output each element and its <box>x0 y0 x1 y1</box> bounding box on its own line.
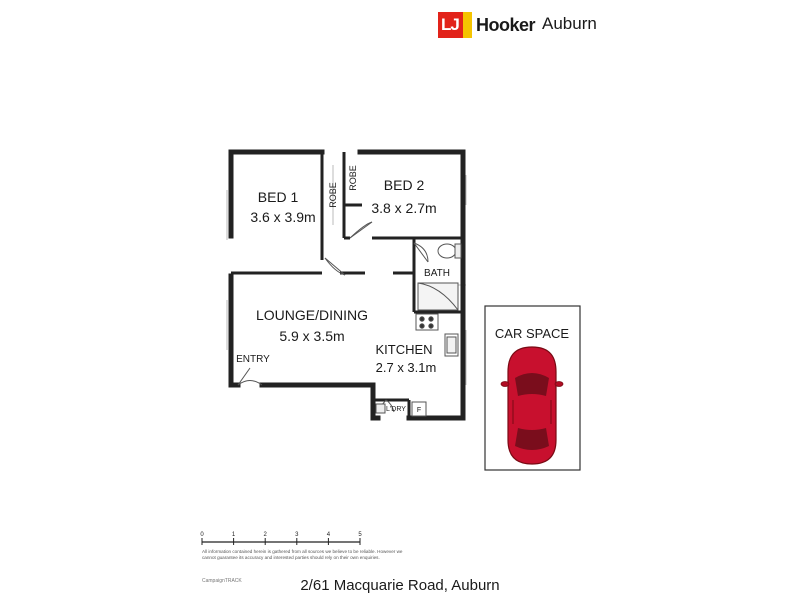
scale-tick-label: 0 <box>200 532 204 538</box>
room-labels: BED 1 3.6 x 3.9m BED 2 3.8 x 2.7m ROBE R… <box>236 165 450 414</box>
entry-label: ENTRY <box>236 354 270 365</box>
logo-mark: LJ <box>438 12 472 38</box>
scale-tick-label: 2 <box>264 532 268 538</box>
scale-tick-label: 5 <box>358 532 362 538</box>
interior-walls <box>231 152 463 418</box>
kitchen-fixtures <box>375 313 459 417</box>
car-space-label: CAR SPACE <box>495 326 569 341</box>
scale-tick-label: 4 <box>327 532 331 538</box>
car-space: CAR SPACE <box>484 305 581 471</box>
bed1-name: BED 1 <box>258 189 299 205</box>
lounge-name: LOUNGE/DINING <box>256 307 368 323</box>
robe2-label: ROBE <box>348 165 358 191</box>
fridge-label: F <box>417 407 421 414</box>
brand-logo: LJ Hooker <box>438 12 536 38</box>
logo-text: Hooker <box>476 14 536 35</box>
kitchen-name: KITCHEN <box>375 342 432 357</box>
robe1-label: ROBE <box>328 182 338 208</box>
car-icon <box>500 346 564 465</box>
scale-tick-label: 1 <box>232 532 236 538</box>
bath-fixtures <box>417 243 462 311</box>
campaign-brand: CampaignTRACK <box>202 578 242 584</box>
bed2-name: BED 2 <box>384 177 425 193</box>
office-name: Auburn <box>542 14 597 33</box>
scale-bar: 0 1 2 3 4 5 <box>200 532 362 545</box>
bed2-size: 3.8 x 2.7m <box>371 200 436 216</box>
bed1-size: 3.6 x 3.9m <box>250 209 315 225</box>
lounge-size: 5.9 x 3.5m <box>279 328 344 344</box>
kitchen-size: 2.7 x 3.1m <box>376 360 437 375</box>
disclaimer: All information contained herein is gath… <box>202 549 403 560</box>
laundry-label: L'DRY <box>386 406 406 413</box>
bath-label: BATH <box>424 268 450 279</box>
property-address: 2/61 Macquarie Road, Auburn <box>300 577 500 594</box>
scale-tick-label: 3 <box>295 532 299 538</box>
